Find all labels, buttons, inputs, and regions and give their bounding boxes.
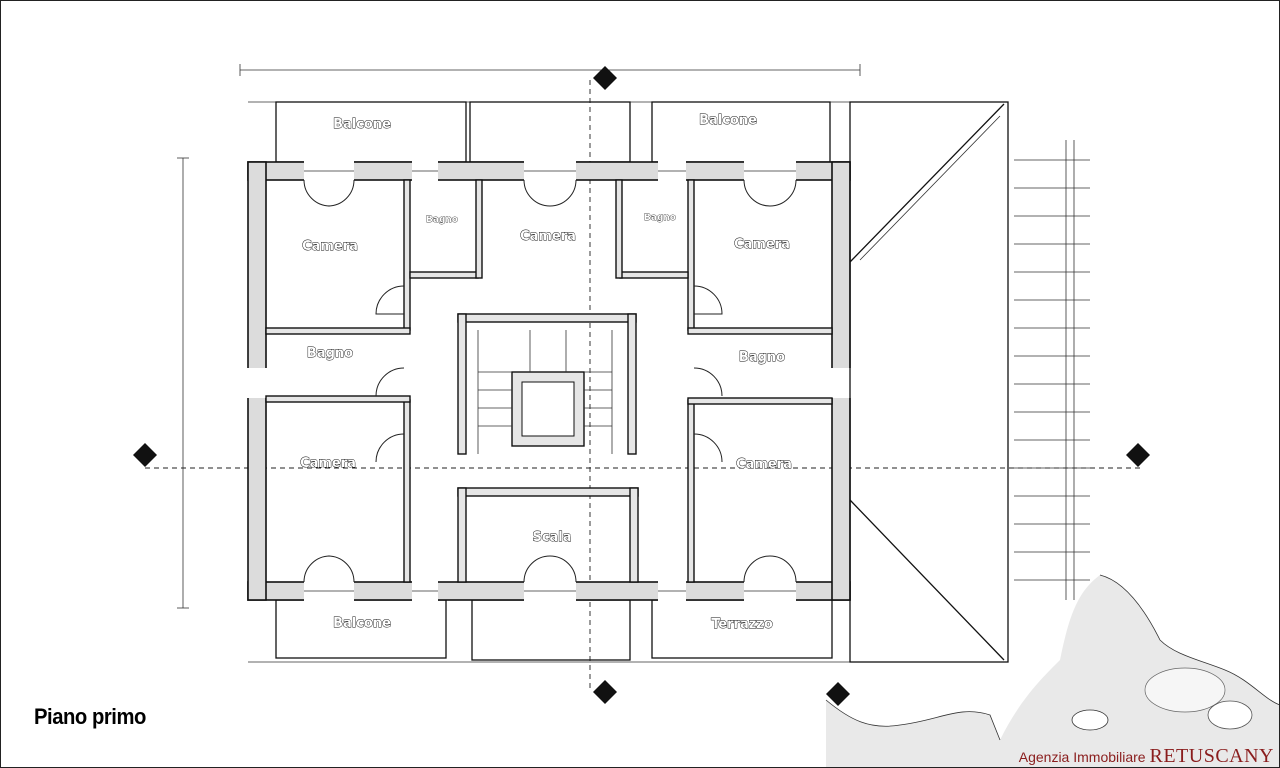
agency-watermark: Agenzia Immobiliare RETUSCANY [1019, 745, 1274, 768]
top-balconies [275, 101, 831, 163]
section-marker-top [593, 66, 617, 90]
roof-plan [849, 101, 1009, 663]
room-label-balcone-top-right: Balcone [699, 113, 757, 128]
room-label-bagno-top-left: Bagno [426, 215, 458, 225]
landscape-sketch [825, 574, 1280, 768]
door-swings [303, 179, 797, 583]
room-label-bagno-right: Bagno [739, 350, 785, 365]
room-label-balcone-bottom: Balcone [333, 616, 391, 631]
room-label-camera-top-right: Camera [734, 237, 790, 252]
room-label-camera-bottom-right: Camera [736, 457, 792, 472]
outer-walls [247, 161, 851, 601]
room-label-camera-top-left: Camera [302, 239, 358, 254]
stair-lines [477, 330, 613, 454]
room-label-scala: Scala [532, 530, 571, 545]
section-marker-bottom-right [826, 682, 850, 706]
interior-walls [265, 179, 833, 583]
watermark-prefix: Agenzia Immobiliare [1018, 749, 1146, 765]
room-label-balcone-top-left: Balcone [333, 117, 391, 132]
room-label-bagno-top-right: Bagno [644, 213, 676, 223]
floor-title: Piano primo [34, 704, 146, 729]
section-marker-bottom [593, 680, 617, 704]
room-label-terrazzo: Terrazzo [711, 617, 773, 632]
section-markers [133, 66, 1150, 706]
room-label-camera-bottom-left: Camera [300, 456, 356, 471]
section-marker-left [133, 443, 157, 467]
pergola [1014, 140, 1090, 600]
room-label-camera-top-center: Camera [520, 229, 576, 244]
room-label-bagno-left: Bagno [307, 346, 353, 361]
room-labels: Balcone Balcone Camera Bagno Camera Bagn… [300, 113, 793, 633]
section-marker-right [1126, 443, 1150, 467]
watermark-brand: RETUSCANY [1149, 745, 1274, 767]
